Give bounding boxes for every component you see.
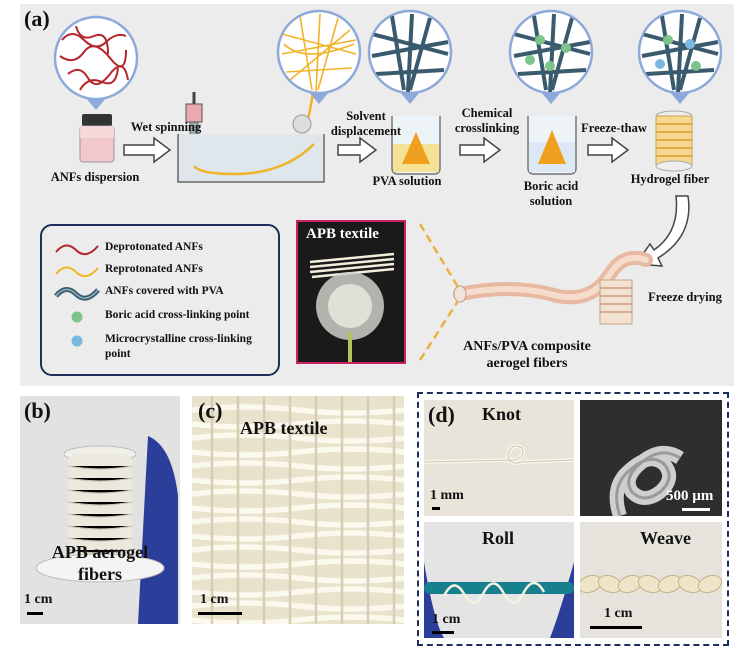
knot-image	[424, 400, 574, 516]
woven-textile-image	[192, 396, 404, 624]
boric-point-icon	[71, 311, 83, 323]
apb-aerogel-label-line2: fibers	[78, 564, 122, 584]
roll-photo	[424, 522, 574, 638]
panel-b-scale-bar	[27, 612, 43, 615]
knot-label: Knot	[482, 404, 522, 424]
panel-d-frame	[417, 392, 729, 646]
anfs-dispersion-label: ANFs dispersion	[50, 170, 140, 184]
roll-scale-label: 1 cm	[432, 612, 461, 627]
legend-item-boric: Boric acid cross-linking point	[50, 308, 278, 326]
apb-aerogel-label-line1: APB aerogel	[51, 542, 149, 562]
panel-c-scale-bar	[198, 612, 242, 615]
sem-scale-label: 500 µm	[666, 488, 714, 504]
weave-scale-bar	[590, 626, 642, 629]
weave-photo	[580, 522, 722, 638]
apb-textile-inset-photo: APB textile	[296, 220, 406, 364]
wet-spinning-label: Wet spinning	[130, 120, 202, 134]
process-schematic	[53, 9, 723, 361]
panel-c-photo	[192, 396, 404, 624]
pva-beaker-icon	[391, 116, 441, 175]
reprotonated-line-icon	[55, 266, 99, 278]
panel-label-c: (c)	[198, 398, 223, 423]
microcrystalline-point-icon	[71, 335, 83, 347]
legend-label-cont: point	[105, 348, 131, 360]
process-arrow	[587, 136, 630, 164]
legend-label: Boric acid cross-linking point	[105, 309, 250, 321]
boric-acid-beaker-icon	[527, 116, 577, 175]
roll-scale-bar	[432, 631, 454, 634]
process-arrow	[459, 136, 502, 164]
panel-c-scale-label: 1 cm	[200, 592, 229, 607]
knot-scale-bar	[432, 507, 440, 510]
legend-item-micro: Microcrystalline cross-linking point	[50, 332, 278, 360]
sem-knot-image	[580, 400, 722, 516]
chemical-label-line2: crosslinking	[454, 121, 520, 135]
sem-scale-bar	[682, 508, 710, 511]
boric-label-line2: solution	[529, 194, 573, 208]
composite-label-line1: ANFs/PVA composite	[463, 339, 591, 354]
solvent-label-line2: displacement	[330, 124, 402, 138]
knot-scale-label: 1 mm	[430, 488, 464, 503]
braid-image	[580, 522, 722, 638]
dandelion-image	[298, 222, 404, 362]
weave-scale-label: 1 cm	[604, 606, 633, 621]
reprotonated-anfs-bubble	[276, 9, 362, 104]
roll-image	[424, 522, 574, 638]
process-arrow	[337, 136, 378, 164]
wet-spinning-bath-icon	[177, 66, 325, 183]
covered-line-icon	[54, 287, 100, 301]
anfs-vial-icon	[79, 114, 115, 163]
freeze-thaw-label: Freeze-thaw	[581, 121, 647, 135]
hydrogel-bubble	[637, 9, 723, 104]
legend-item-reprotonated: Reprotonated ANFs	[50, 262, 278, 280]
sem-photo	[580, 400, 722, 516]
legend-item-deprotonated: Deprotonated ANFs	[50, 240, 278, 258]
solvent-label-line1: Solvent	[346, 109, 386, 123]
legend-item-covered: ANFs covered with PVA	[50, 284, 278, 302]
legend-label: Deprotonated ANFs	[105, 241, 203, 253]
composite-label-line2: aerogel fibers	[486, 356, 568, 371]
boric-label-line1: Boric acid	[523, 179, 579, 193]
aerogel-fiber-illustration	[418, 223, 653, 361]
boric-acid-bubble	[508, 9, 594, 104]
hydrogel-fiber-label: Hydrogel fiber	[630, 172, 710, 186]
legend-box: Deprotonated ANFs Reprotonated ANFs ANFs…	[40, 224, 280, 376]
apb-textile-label: APB textile	[240, 418, 328, 438]
panel-label-d: (d)	[428, 402, 455, 427]
legend-label: Reprotonated ANFs	[105, 263, 203, 275]
weave-label: Weave	[640, 528, 691, 548]
hydrogel-fiber-spool-icon	[655, 110, 693, 172]
panel-b-scale-label: 1 cm	[24, 592, 53, 607]
roll-label: Roll	[482, 528, 515, 548]
pva-solution-label: PVA solution	[372, 174, 442, 188]
legend-label: Microcrystalline cross-linking	[105, 333, 252, 345]
apb-textile-inset-label: APB textile	[306, 226, 379, 242]
process-arrow	[123, 136, 172, 164]
deprotonated-line-icon	[55, 244, 99, 256]
freeze-drying-label: Freeze drying	[648, 290, 722, 304]
panel-b-photo	[20, 396, 180, 624]
aerogel-spool-image	[20, 396, 180, 624]
knot-photo	[424, 400, 574, 516]
panel-label-a: (a)	[24, 6, 50, 31]
deprotonated-anfs-bubble	[53, 15, 139, 110]
chemical-label-line1: Chemical	[461, 106, 513, 120]
pva-covered-bubble	[367, 9, 453, 104]
legend-label: ANFs covered with PVA	[105, 285, 224, 297]
panel-label-b: (b)	[24, 398, 51, 423]
